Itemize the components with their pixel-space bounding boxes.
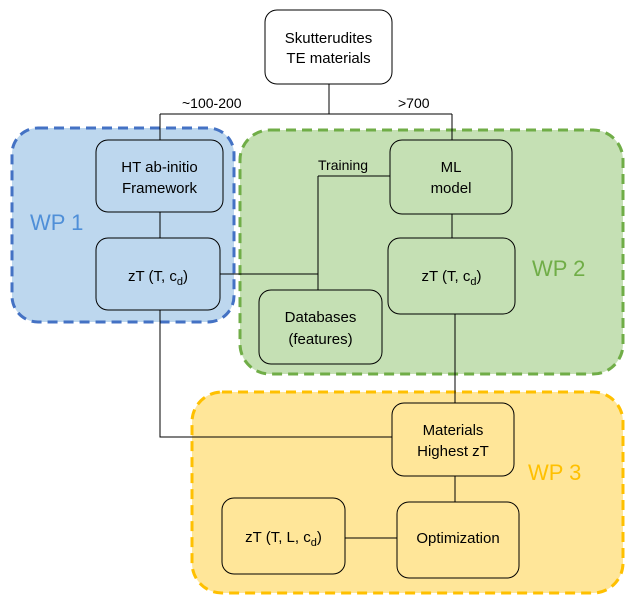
wp3-label: WP 3 <box>528 460 581 485</box>
node-zt-wp2: zT (T, cd) <box>387 237 516 315</box>
node-zt-wp3-label: zT (T, L, cd) <box>245 529 322 549</box>
connectors <box>159 84 456 539</box>
node-materials: Materials Highest zT <box>391 402 515 477</box>
edge-label-left-branch: ~100-200 <box>182 95 242 111</box>
node-ht-framework-line2: Framework <box>122 180 198 197</box>
connector-zt1-to-materials <box>159 310 392 438</box>
node-materials-line2: Highest zT <box>417 443 489 460</box>
node-ht-framework: HT ab-initio Framework <box>95 139 224 213</box>
node-materials-line1: Materials <box>423 422 484 439</box>
node-databases-line2: (features) <box>288 331 352 348</box>
wp2-label: WP 2 <box>532 256 585 281</box>
node-optimization: Optimization <box>396 501 520 579</box>
node-skutterudites: Skutterudites TE materials <box>264 9 393 85</box>
node-zt-wp1-label: zT (T, cd) <box>128 268 188 288</box>
node-skutterudites-line2: TE materials <box>286 50 370 67</box>
node-ml-model: ML model <box>389 139 513 215</box>
edge-label-training: Training <box>318 157 368 173</box>
node-databases: Databases (features) <box>258 289 383 365</box>
node-ml-model-line2: model <box>431 180 472 197</box>
node-databases-line1: Databases <box>285 309 357 326</box>
wp1-label: WP 1 <box>30 210 83 235</box>
node-zt-wp1: zT (T, cd) <box>95 237 221 311</box>
node-zt-wp3: zT (T, L, cd) <box>221 497 346 575</box>
node-skutterudites-line1: Skutterudites <box>285 30 373 47</box>
node-optimization-label: Optimization <box>416 530 499 547</box>
node-ml-model-line1: ML <box>441 159 462 176</box>
edge-label-right-branch: >700 <box>398 95 430 111</box>
node-zt-wp2-label: zT (T, cd) <box>421 268 481 288</box>
node-ht-framework-line1: HT ab-initio <box>121 159 197 176</box>
